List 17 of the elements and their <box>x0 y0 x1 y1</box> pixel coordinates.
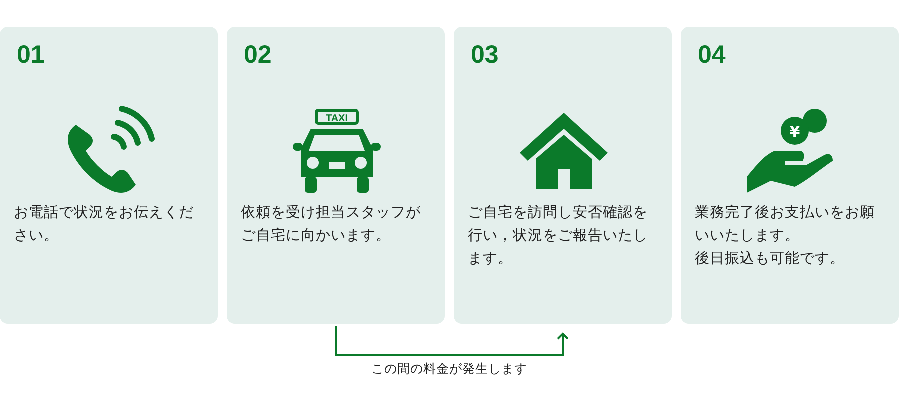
step-number: 01 <box>17 41 45 70</box>
yen-sign: ¥ <box>790 123 800 141</box>
step-description: 業務完了後お支払いをお願いいたします。 <box>695 204 876 246</box>
step-description: 後日振込も可能です。 <box>695 250 846 269</box>
taxi-sign-text: TAXI <box>326 114 348 124</box>
step-number: 02 <box>244 41 272 70</box>
step-number: 03 <box>471 41 499 70</box>
step-card <box>227 27 445 324</box>
bracket-arrow <box>335 326 569 356</box>
step-card <box>454 27 672 324</box>
step-card <box>0 27 218 324</box>
step-card <box>681 27 899 324</box>
step-description: ご自宅を訪問し安否確認を行い，状況をご報告いたします。 <box>468 204 649 269</box>
step-description: 依頼を受け担当スタッフがご自宅に向かいます。 <box>241 204 422 246</box>
edge-label: この間の料金が発生します <box>370 361 530 378</box>
step-description: お電話で状況をお伝えください。 <box>14 204 195 246</box>
step-number: 04 <box>698 41 726 70</box>
